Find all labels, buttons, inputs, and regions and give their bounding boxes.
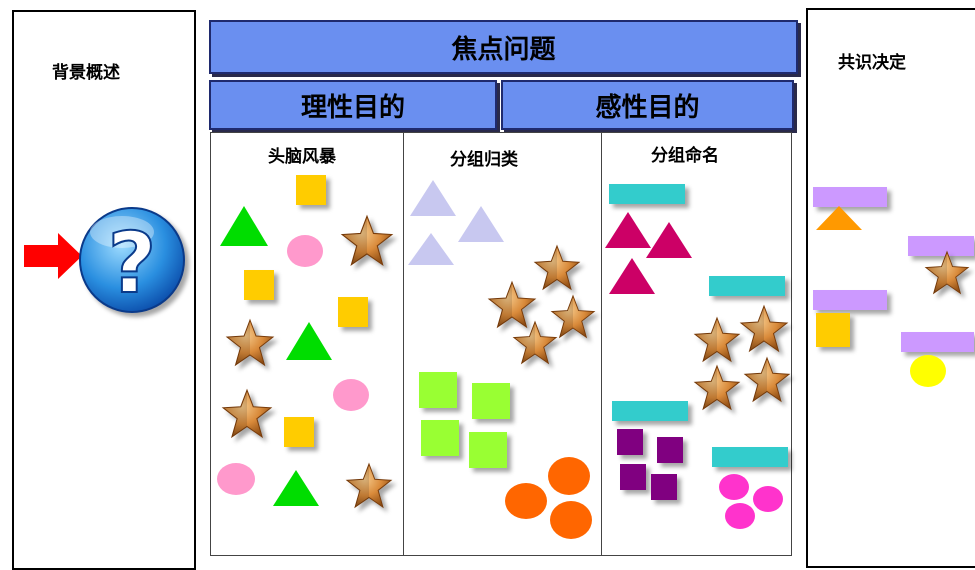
pink-circle-shape (333, 379, 369, 411)
lavender-triangle-shape (408, 233, 454, 265)
magenta-circle-shape (725, 503, 755, 529)
orange-circle-shape (548, 457, 590, 495)
cyan-label-bar (709, 276, 785, 296)
cyan-label-bar (712, 447, 788, 467)
star-shape (512, 320, 558, 366)
crimson-triangle-shape (609, 258, 655, 294)
yellow-square-shape (296, 175, 326, 205)
consensus-panel (806, 8, 975, 568)
rational-objective-bar: 理性目的 (209, 80, 497, 130)
star-shape (738, 304, 790, 354)
crimson-triangle-shape (605, 212, 651, 248)
cyan-label-bar (609, 184, 685, 204)
star-shape (218, 318, 282, 368)
orange-triangle-shape (816, 206, 862, 230)
pink-circle-shape (287, 235, 323, 267)
lavender-label-bar (901, 332, 974, 352)
focus-question-label: 焦点问题 (451, 34, 556, 65)
orange-circle-shape (505, 483, 547, 519)
magenta-circle-shape (719, 474, 749, 500)
star-shape (922, 250, 972, 296)
grouping-title: 分组归类 (450, 150, 518, 170)
yellow-square-shape (338, 297, 368, 327)
cyan-label-bar (612, 401, 688, 421)
star-shape (214, 388, 280, 440)
yellow-square-shape (284, 417, 314, 447)
consensus-title: 共识决定 (838, 53, 906, 73)
lime-square-shape (472, 383, 510, 419)
yellow-square-shape (816, 313, 850, 347)
lavender-label-bar (813, 290, 887, 310)
question-mark-icon: ? (79, 207, 185, 313)
lavender-label-bar (908, 236, 974, 256)
rational-objective-label: 理性目的 (300, 92, 405, 123)
star-shape (692, 364, 742, 412)
yellow-circle-shape (910, 355, 946, 387)
arrow-right-icon (24, 233, 82, 279)
green-triangle-shape (286, 322, 332, 360)
naming-title: 分组命名 (651, 146, 719, 166)
crimson-triangle-shape (646, 222, 692, 258)
star-shape (692, 316, 742, 364)
green-triangle-shape (220, 206, 268, 246)
emotional-objective-label: 感性目的 (595, 92, 700, 123)
star-shape (530, 244, 584, 292)
purple-square-shape (651, 474, 677, 500)
star-shape (336, 462, 402, 510)
emotional-objective-bar: 感性目的 (501, 80, 794, 130)
green-triangle-shape (273, 470, 319, 506)
svg-text:?: ? (108, 214, 157, 312)
pink-circle-shape (217, 463, 255, 495)
yellow-square-shape (244, 270, 274, 300)
lavender-label-bar (813, 187, 887, 207)
lime-square-shape (469, 432, 507, 468)
magenta-circle-shape (753, 486, 783, 512)
lavender-triangle-shape (458, 206, 504, 242)
focus-question-bar: 焦点问题 (209, 20, 798, 74)
lavender-triangle-shape (410, 180, 456, 216)
orange-circle-shape (550, 501, 592, 539)
purple-square-shape (657, 437, 683, 463)
lime-square-shape (421, 420, 459, 456)
star-shape (742, 356, 792, 404)
purple-square-shape (620, 464, 646, 490)
brainstorm-title: 头脑风暴 (268, 147, 336, 167)
purple-square-shape (617, 429, 643, 455)
lime-square-shape (419, 372, 457, 408)
background-title: 背景概述 (52, 63, 120, 83)
star-shape (340, 214, 394, 268)
